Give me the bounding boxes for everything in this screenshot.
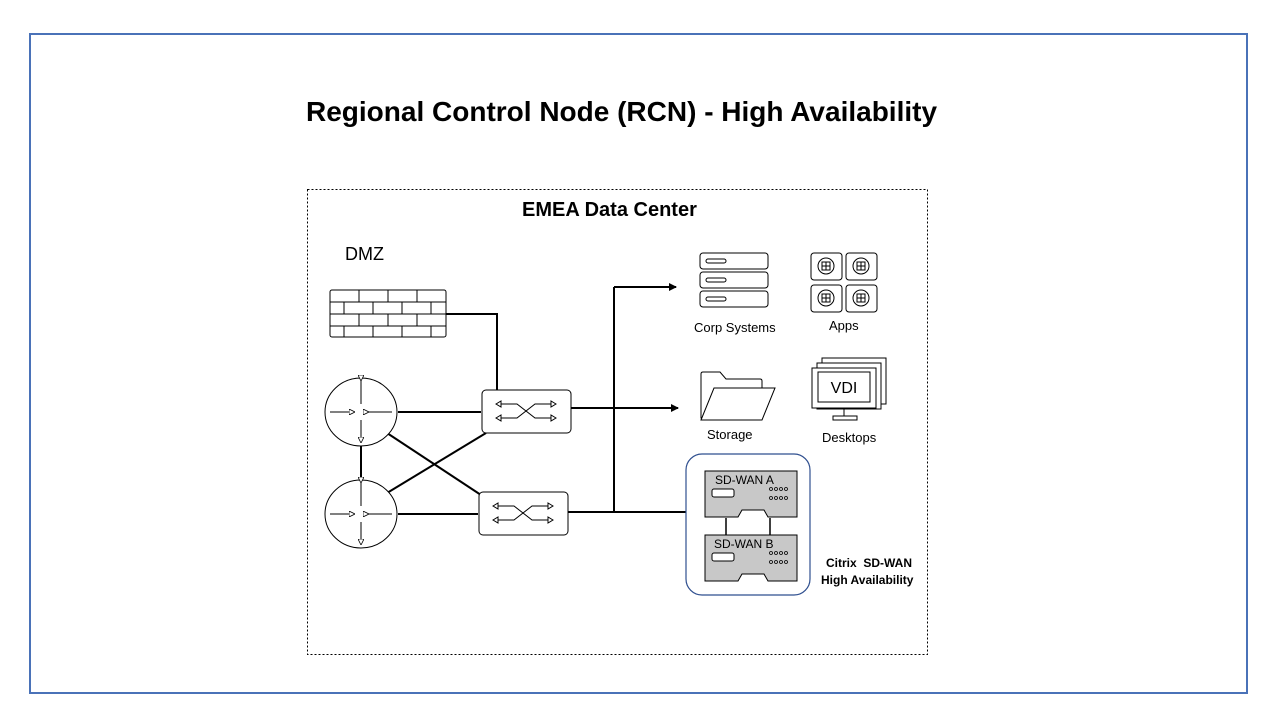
apps-label: Apps [829, 318, 859, 333]
firewall-icon [329, 289, 447, 338]
vdi-monitor-icon: VDI [811, 357, 887, 421]
data-center-boundary [307, 189, 928, 655]
dmz-label: DMZ [345, 244, 384, 264]
folder-icon [700, 371, 776, 421]
corp-systems-label: Corp Systems [694, 320, 776, 335]
sdwan-appliance-icon: SD-WAN A [704, 470, 798, 518]
sdwan-appliance-icon: SD-WAN B [704, 534, 798, 582]
page-title: Regional Control Node (RCN) - High Avail… [306, 96, 938, 127]
connection-lines [360, 283, 686, 515]
storage-label: Storage [707, 427, 753, 442]
slide-frame [29, 33, 1248, 694]
sdwan-b-label: SD-WAN B [714, 537, 774, 551]
sdwan-a-label: SD-WAN A [715, 473, 774, 487]
switch-icon [481, 389, 572, 434]
sdwan-caption-line2: High Availability [821, 573, 914, 587]
sdwan-caption-line1: Citrix SD-WAN [826, 556, 913, 570]
data-center-label: EMEA Data Center [522, 199, 697, 221]
switch-icon [478, 491, 569, 536]
windows-apps-icon [810, 252, 878, 313]
server-stack-icon [699, 252, 769, 308]
desktops-label: Desktops [822, 430, 877, 445]
vdi-label: VDI [831, 380, 858, 397]
router-icon [324, 378, 398, 447]
router-icon [324, 480, 398, 549]
